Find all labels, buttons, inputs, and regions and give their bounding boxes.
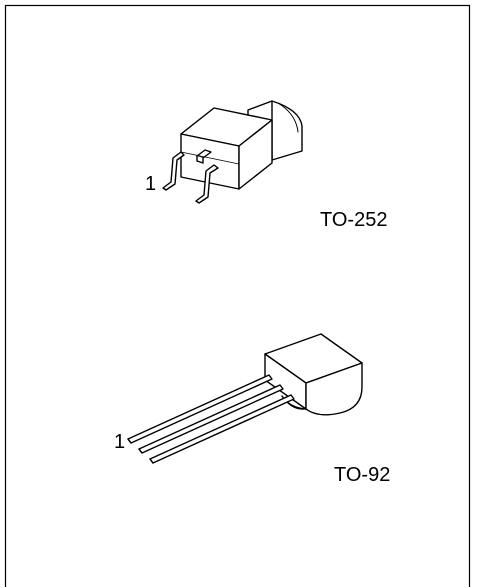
to92-lead-1 <box>127 374 273 444</box>
to252-package-name: TO-252 <box>320 209 388 231</box>
to252-pin-1 <box>162 151 185 191</box>
diagram-border <box>4 4 471 587</box>
to92-lead-3 <box>149 394 295 464</box>
to252-pin1-label: 1 <box>145 173 157 195</box>
to92-pin1-label: 1 <box>114 431 126 453</box>
to252-package-drawing <box>162 100 303 204</box>
to92-package-name: TO-92 <box>334 464 391 486</box>
to92-package-drawing <box>127 333 363 464</box>
to252-body-side <box>238 119 273 190</box>
to92-lead-2 <box>138 384 284 454</box>
to92-round-body <box>305 362 363 416</box>
to252-pin-3 <box>195 164 219 204</box>
